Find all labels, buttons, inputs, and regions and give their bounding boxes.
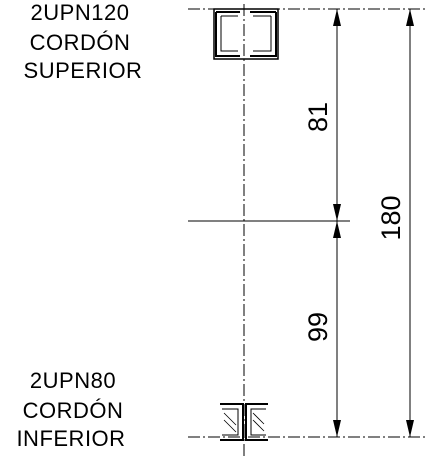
dimension-total-value: 180: [376, 195, 406, 240]
bottom-chord-word-1: CORDÓN: [23, 398, 124, 423]
dimension-lower-value: 99: [303, 312, 333, 342]
dimension-lower: 99: [303, 221, 341, 437]
bottom-chord-label: 2UPN80 CORDÓN INFERIOR: [16, 368, 125, 451]
dimension-upper: 81: [303, 9, 341, 221]
bottom-chord-profile: 2UPN80: [30, 368, 116, 393]
top-chord-box-section: [213, 8, 279, 60]
top-chord-profile: 2UPN120: [31, 0, 130, 25]
dimension-total: 180: [376, 9, 414, 437]
bottom-chord-section: [220, 403, 268, 441]
top-chord-label: 2UPN120 CORDÓN SUPERIOR: [24, 0, 143, 83]
top-chord-word-2: SUPERIOR: [24, 58, 143, 83]
dimension-upper-value: 81: [303, 102, 333, 132]
top-chord-word-1: CORDÓN: [30, 30, 131, 55]
bottom-chord-word-2: INFERIOR: [16, 426, 125, 451]
